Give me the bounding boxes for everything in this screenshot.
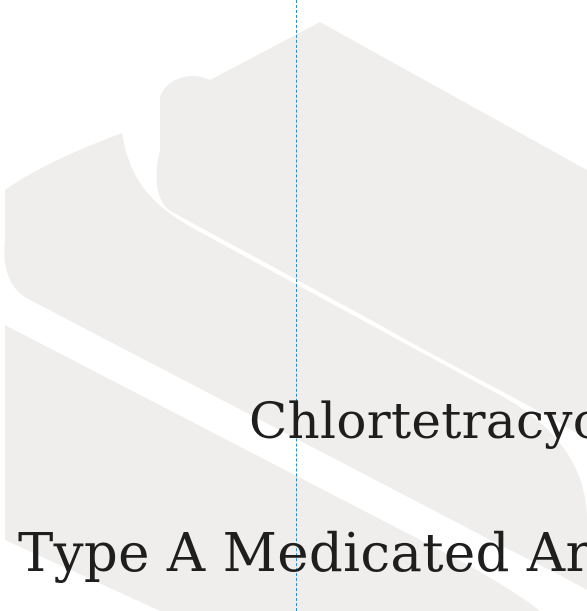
watermark-stripe-upper <box>156 22 587 440</box>
watermark-stripe-lower <box>5 325 540 611</box>
document-title-line-2: Type A Medicated Article <box>18 523 587 584</box>
document-title-line-1: Chlortetracycline <box>249 392 587 450</box>
watermark-stripe-middle <box>4 133 587 590</box>
vertical-guide-line <box>296 0 297 611</box>
